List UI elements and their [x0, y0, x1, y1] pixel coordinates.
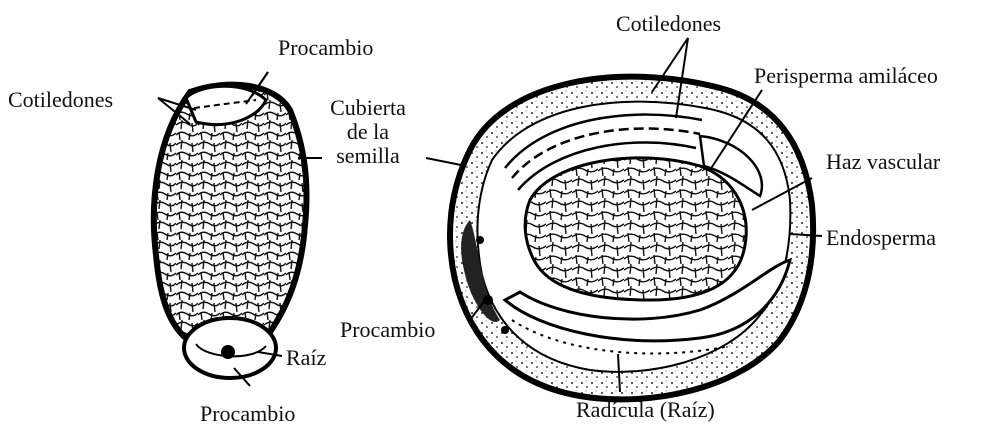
right-perisperm [525, 158, 746, 300]
label-procambio-top: Procambio [278, 36, 373, 60]
label-raiz: Raíz [286, 346, 326, 370]
label-cubierta-line2: de la [322, 120, 414, 144]
right-seed [450, 77, 813, 400]
label-cubierta-line1: Cubierta [322, 96, 414, 120]
label-perisperma-amilaceo: Perisperma amiláceo [754, 64, 938, 88]
label-cotiledones-left: Cotiledones [8, 88, 113, 112]
left-seed-coat [154, 85, 307, 354]
label-cotiledones-right: Cotiledones [616, 12, 721, 36]
label-haz-vascular: Haz vascular [826, 150, 940, 174]
left-root-dot [221, 345, 235, 359]
label-procambio-bottom: Procambio [200, 402, 295, 426]
label-radicula-raiz: Radícula (Raíz) [576, 398, 715, 422]
left-seed [154, 85, 307, 378]
label-endosperma: Endosperma [826, 226, 936, 250]
label-cubierta-de-la-semilla: Cubierta de la semilla [322, 96, 414, 168]
label-procambio-right: Procambio [340, 318, 435, 342]
label-cubierta-line3: semilla [322, 144, 414, 168]
